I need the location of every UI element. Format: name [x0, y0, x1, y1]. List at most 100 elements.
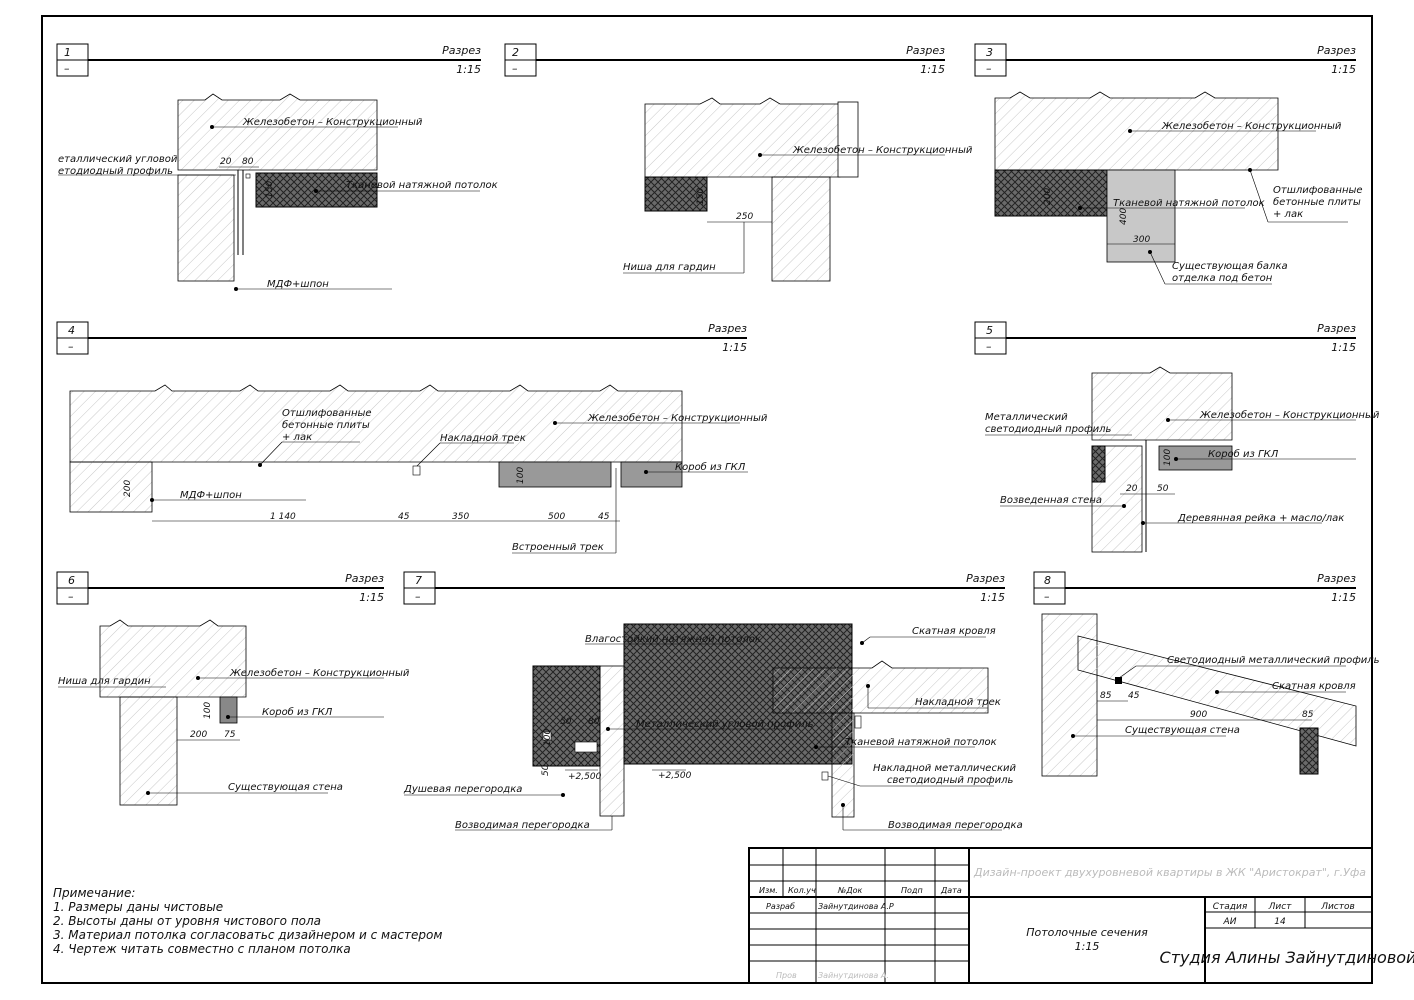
dim-50: 50	[560, 717, 572, 727]
label-gkl-box: Короб из ГКЛ	[1208, 448, 1279, 460]
stamp-studio: Студия Алины Зайнутдиновой	[1160, 948, 1414, 967]
dim-80: 80	[588, 717, 600, 727]
label-concrete: Железобетон – Конструкционный	[587, 412, 768, 424]
label-concrete: Железобетон – Конструкционный	[1199, 409, 1380, 421]
dim-150: 150	[265, 181, 275, 198]
dim-900: 900	[1190, 710, 1207, 720]
stamp-sheets-header: Листов	[1320, 902, 1355, 912]
label-partition: Возводимая перегородка	[455, 820, 590, 831]
dim-50: 50	[541, 764, 551, 776]
dim-45: 45	[398, 512, 410, 522]
label-led: Накладной металлический	[873, 763, 1016, 774]
section-title: Разрез	[906, 44, 945, 57]
gkl-box	[1158, 445, 1233, 471]
label-polished: Отшлифованные	[1273, 185, 1363, 196]
section-sub: –	[986, 340, 992, 353]
label-profile: еталлический угловой	[58, 154, 178, 165]
gkl-box	[219, 696, 238, 724]
section-6-drawing: 100 Ниша для гардин Железобетон – Констр…	[58, 619, 410, 806]
section-number: 2	[512, 46, 519, 59]
section-scale: 1:15	[456, 63, 481, 76]
label-moist-ceiling: Влагостойкий натяжной потолок	[585, 634, 761, 645]
section-title: Разрез	[1317, 44, 1356, 57]
section-8-drawing: Светодиодный металлический профиль Скатн…	[1041, 613, 1380, 777]
dim-100: 100	[1163, 449, 1173, 466]
label-led: Светодиодный металлический профиль	[1167, 655, 1380, 666]
gkl-box	[498, 461, 612, 488]
section-scale: 1:15	[359, 591, 384, 604]
label-shower-partition: Душевая перегородка	[403, 784, 522, 795]
concrete-slab	[1091, 366, 1233, 441]
stamp-dev-name: Зайнутдинова А.Р	[818, 902, 894, 911]
note-item: 4. Чертеж читать совместно с планом пото…	[53, 942, 351, 956]
section-scale: 1:15	[722, 341, 747, 354]
stamp-drawing-scale: 1:15	[1075, 940, 1100, 953]
section-title: Разрез	[708, 322, 747, 335]
dim-80: 80	[242, 157, 254, 167]
dim-400: 400	[1119, 208, 1129, 225]
section-header-7: 7 – Разрез 1:15	[403, 571, 1005, 605]
label-gkl-box: Короб из ГКЛ	[262, 706, 333, 718]
label-led: светодиодный профиль	[887, 775, 1013, 786]
roof-slab	[772, 660, 989, 714]
label-polished: бетонные плиты	[1273, 196, 1361, 208]
section-header-1: 1 – Разрез 1:15	[56, 43, 481, 77]
dim-85: 85	[1302, 710, 1314, 720]
dim-200: 200	[1043, 188, 1053, 205]
label-roof: Скатная кровля	[912, 626, 996, 637]
section-4-drawing: 200 100 Отшлифованные бетонные плиты + л…	[69, 384, 768, 554]
stamp-stage: АИ	[1223, 917, 1237, 927]
label-polished: + лак	[1273, 209, 1303, 220]
section-sub: –	[415, 590, 421, 603]
section-sub: –	[68, 340, 74, 353]
section-header-6: 6 – Разрез 1:15	[56, 571, 384, 605]
stamp-header: №Док	[837, 886, 862, 895]
stamp-header: Подп	[901, 886, 923, 895]
outer-frame	[41, 15, 1373, 984]
note-item: 3. Материал потолка согласоватьс дизайне…	[53, 928, 442, 942]
dim-200: 200	[123, 480, 133, 497]
stamp-check-role: Пров	[776, 971, 797, 980]
label-concrete: Железобетон – Конструкционный	[229, 667, 410, 679]
section-sub: –	[64, 62, 70, 75]
label-polished: Отшлифованные	[282, 408, 372, 419]
title-block: Изм. Кол.уч №Док Подп Дата Разраб Зайнут…	[748, 847, 1414, 984]
gkl-box	[620, 461, 683, 488]
wall	[771, 176, 831, 282]
label-profile: светодиодный профиль	[985, 424, 1111, 435]
section-scale: 1:15	[920, 63, 945, 76]
label-stretch-ceiling: Тканевой натяжной потолок	[845, 737, 997, 748]
label-beam: Существующая балка	[1172, 260, 1288, 272]
partition-right	[831, 712, 855, 818]
mdf-wall	[69, 461, 153, 513]
dim-75: 75	[224, 730, 236, 740]
section-1-drawing: Железобетон – Конструкционный еталлическ…	[58, 93, 498, 291]
section-title: Разрез	[1317, 322, 1356, 335]
label-curtain-niche: Ниша для гардин	[623, 262, 716, 273]
section-number: 3	[986, 46, 993, 59]
dim-50: 50	[1157, 484, 1169, 494]
section-number: 6	[68, 574, 75, 587]
stretch-ceiling-box	[994, 169, 1108, 217]
dim-100: 100	[543, 729, 553, 746]
label-stretch-ceiling: Тканевой натяжной потолок	[346, 180, 498, 191]
notes-title: Примечание:	[53, 886, 135, 900]
dim-150: 150	[696, 188, 706, 205]
section-title: Разрез	[1317, 572, 1356, 585]
section-number: 4	[68, 324, 75, 337]
section-number: 5	[986, 324, 993, 337]
label-roof: Скатная кровля	[1272, 681, 1356, 692]
label-rail: Деревянная рейка + масло/лак	[1177, 513, 1344, 524]
stamp-stage-header: Стадия	[1213, 902, 1248, 912]
stamp-drawing-title: Потолочные сечения	[1026, 926, 1148, 939]
section-scale: 1:15	[980, 591, 1005, 604]
label-concrete: Железобетон – Конструкционный	[242, 116, 423, 128]
dim-350: 350	[452, 512, 469, 522]
dim-200: 200	[190, 730, 207, 740]
label-profile: Металлический	[985, 412, 1068, 423]
section-title: Разрез	[442, 44, 481, 57]
label-gkl-box: Короб из ГКЛ	[675, 461, 746, 473]
label-mdf: МДФ+шпон	[267, 279, 329, 290]
label-profile: етодиодный профиль	[58, 166, 173, 177]
